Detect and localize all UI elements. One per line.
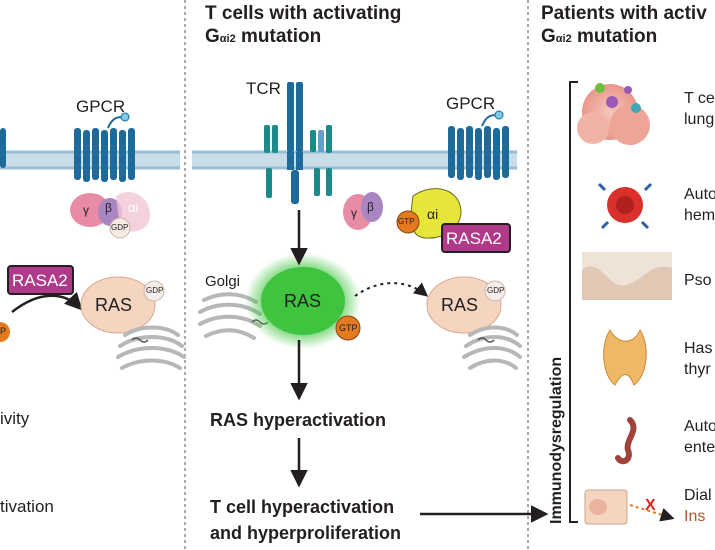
- gpcr-label-left: GPCR: [76, 97, 126, 116]
- thyroid-icon: [603, 328, 647, 386]
- center-header-line2: Gαi2 mutation: [205, 26, 322, 47]
- g-protein-betagamma-center: [343, 192, 383, 230]
- result-tcell-line2: and hyperproliferation: [210, 523, 402, 543]
- tcr-receptor: [264, 82, 332, 204]
- beta-label-center: β: [367, 200, 374, 214]
- gtp-partial-label-left: P: [0, 326, 7, 336]
- alpha-label-left: αi: [128, 200, 139, 215]
- gtp-label-center: GTP: [398, 217, 415, 226]
- ras-inactive-gdp-label: GDP: [487, 286, 505, 295]
- right-header-line1: Patients with activ: [541, 3, 707, 24]
- ras-active: [261, 267, 345, 335]
- red-blood-cell-icon: [597, 182, 653, 230]
- ras-active-gtp-label: GTP: [339, 323, 358, 333]
- squiggle-center-right: [477, 337, 495, 343]
- patient-item-3: Pso: [684, 272, 712, 289]
- immunodysregulation-label: Immunodysregulation: [548, 356, 565, 524]
- gdp-ras-inactive-center: [484, 280, 506, 302]
- inhibit-x-mark: X: [645, 497, 656, 514]
- gpcr-receptor-center: [448, 110, 509, 180]
- tumor-icon: [577, 83, 650, 145]
- right-header-line2: Gαi2 mutation: [541, 26, 658, 47]
- ras-label-left: RAS: [95, 295, 133, 315]
- ras-active-label: RAS: [284, 291, 322, 311]
- gpcr-receptor-left: [0, 112, 135, 182]
- intestine-icon: [615, 417, 637, 465]
- ras-gdp-label-left: GDP: [146, 286, 164, 295]
- tcr-label: TCR: [246, 79, 281, 98]
- arrow-insulin: [629, 504, 675, 522]
- rasa2-box-center: [441, 223, 511, 253]
- arrow-left-to-ras: [11, 291, 83, 313]
- result-ras-hyperactivation: RAS hyperactivation: [210, 410, 387, 430]
- gamma-label-center: γ: [351, 206, 357, 220]
- result-tcell-line1: T cell hyperactivation: [210, 497, 395, 517]
- gdp-label-left: GDP: [111, 223, 129, 232]
- gpcr-label-center: GPCR: [446, 94, 496, 113]
- squiggle-left: [131, 337, 149, 343]
- rasa2-box-left: [7, 265, 74, 295]
- rasa2-label-left: RASA2: [12, 271, 68, 290]
- left-text-1: ivity: [0, 409, 30, 428]
- gdp-ras-left: [143, 280, 165, 302]
- ras-inactive-label: RAS: [441, 295, 479, 315]
- skin-icon: [582, 252, 672, 300]
- ras-left: [80, 276, 156, 334]
- bracket: [569, 81, 578, 523]
- alpha-label-center: αi: [427, 206, 439, 222]
- golgi-label: Golgi: [205, 273, 241, 290]
- golgi-left: [116, 325, 186, 370]
- beta-label-left: β: [105, 201, 112, 215]
- pancreatic-cell-icon: [584, 489, 628, 525]
- center-header-line1: T cells with activating: [205, 3, 402, 24]
- ras-inactive-center: [426, 276, 502, 334]
- g-protein-left: [70, 192, 150, 239]
- gamma-label-left: γ: [83, 203, 89, 217]
- gtp-partial-left: [0, 322, 10, 342]
- rasa2-label-center: RASA2: [446, 229, 502, 248]
- left-text-2: tivation: [0, 497, 54, 516]
- golgi-center-right: [462, 325, 522, 370]
- dotted-arrow: [354, 282, 429, 297]
- gtp-ras-active: [335, 315, 361, 341]
